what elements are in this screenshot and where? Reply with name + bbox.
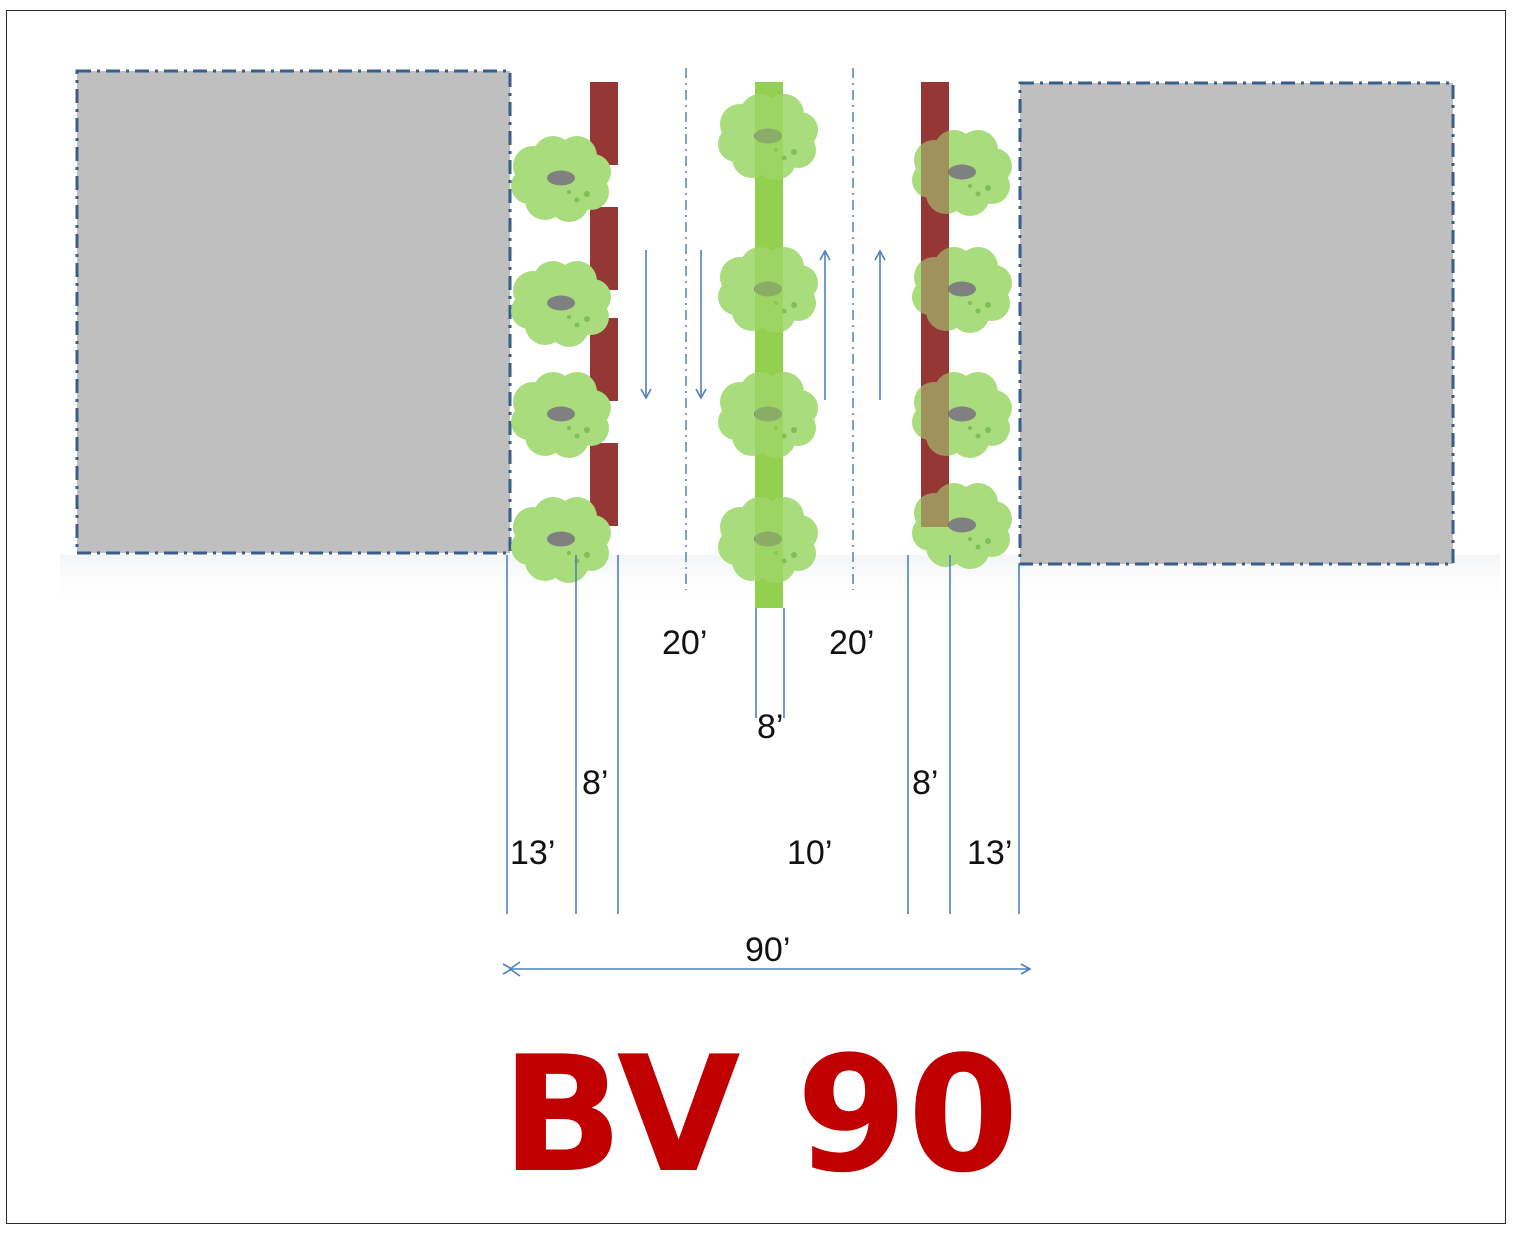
parking-right-overlay — [921, 82, 949, 527]
label-right-lane: 20’ — [829, 624, 874, 662]
label-right-parking: 8’ — [912, 764, 938, 802]
label-left-parking: 8’ — [582, 764, 608, 802]
label-median-gap: 10’ — [787, 834, 832, 872]
median-overlay — [755, 82, 783, 608]
building-left — [75, 69, 512, 555]
building-right — [1018, 81, 1455, 566]
label-left-sidewalk: 13’ — [510, 834, 555, 872]
label-left-lane: 20’ — [662, 624, 707, 662]
dimension-lines — [506, 555, 1020, 914]
arrowhead-left — [508, 961, 521, 977]
label-median: 8’ — [757, 708, 783, 746]
label-total-width: 90’ — [745, 931, 790, 969]
label-right-sidewalk: 13’ — [967, 834, 1012, 872]
diagram-title: BV 90 — [501, 1021, 1019, 1208]
